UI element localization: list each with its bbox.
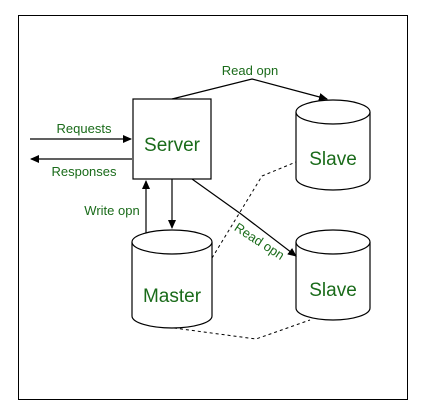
slave-bottom-node xyxy=(295,229,371,321)
slave-bottom-label: Slave xyxy=(309,280,357,301)
read-opn-diag-label: Read opn xyxy=(232,220,287,263)
replication-link-top xyxy=(211,161,297,259)
responses-label: Responses xyxy=(51,164,117,179)
master-label: Master xyxy=(143,286,202,307)
master-node xyxy=(131,229,213,329)
slave-top-label: Slave xyxy=(309,149,357,170)
read-opn-top-label: Read opn xyxy=(222,63,278,78)
write-opn-label: Write opn xyxy=(84,203,139,218)
read-opn-top-arrow xyxy=(171,78,328,101)
requests-label: Requests xyxy=(57,121,112,136)
read-opn-diag-arrow xyxy=(191,178,297,257)
server-node xyxy=(132,98,212,180)
slave-top-node xyxy=(295,99,371,191)
server-label: Server xyxy=(144,135,201,156)
replication-link-bottom xyxy=(173,319,311,340)
diagram-frame xyxy=(18,15,408,400)
